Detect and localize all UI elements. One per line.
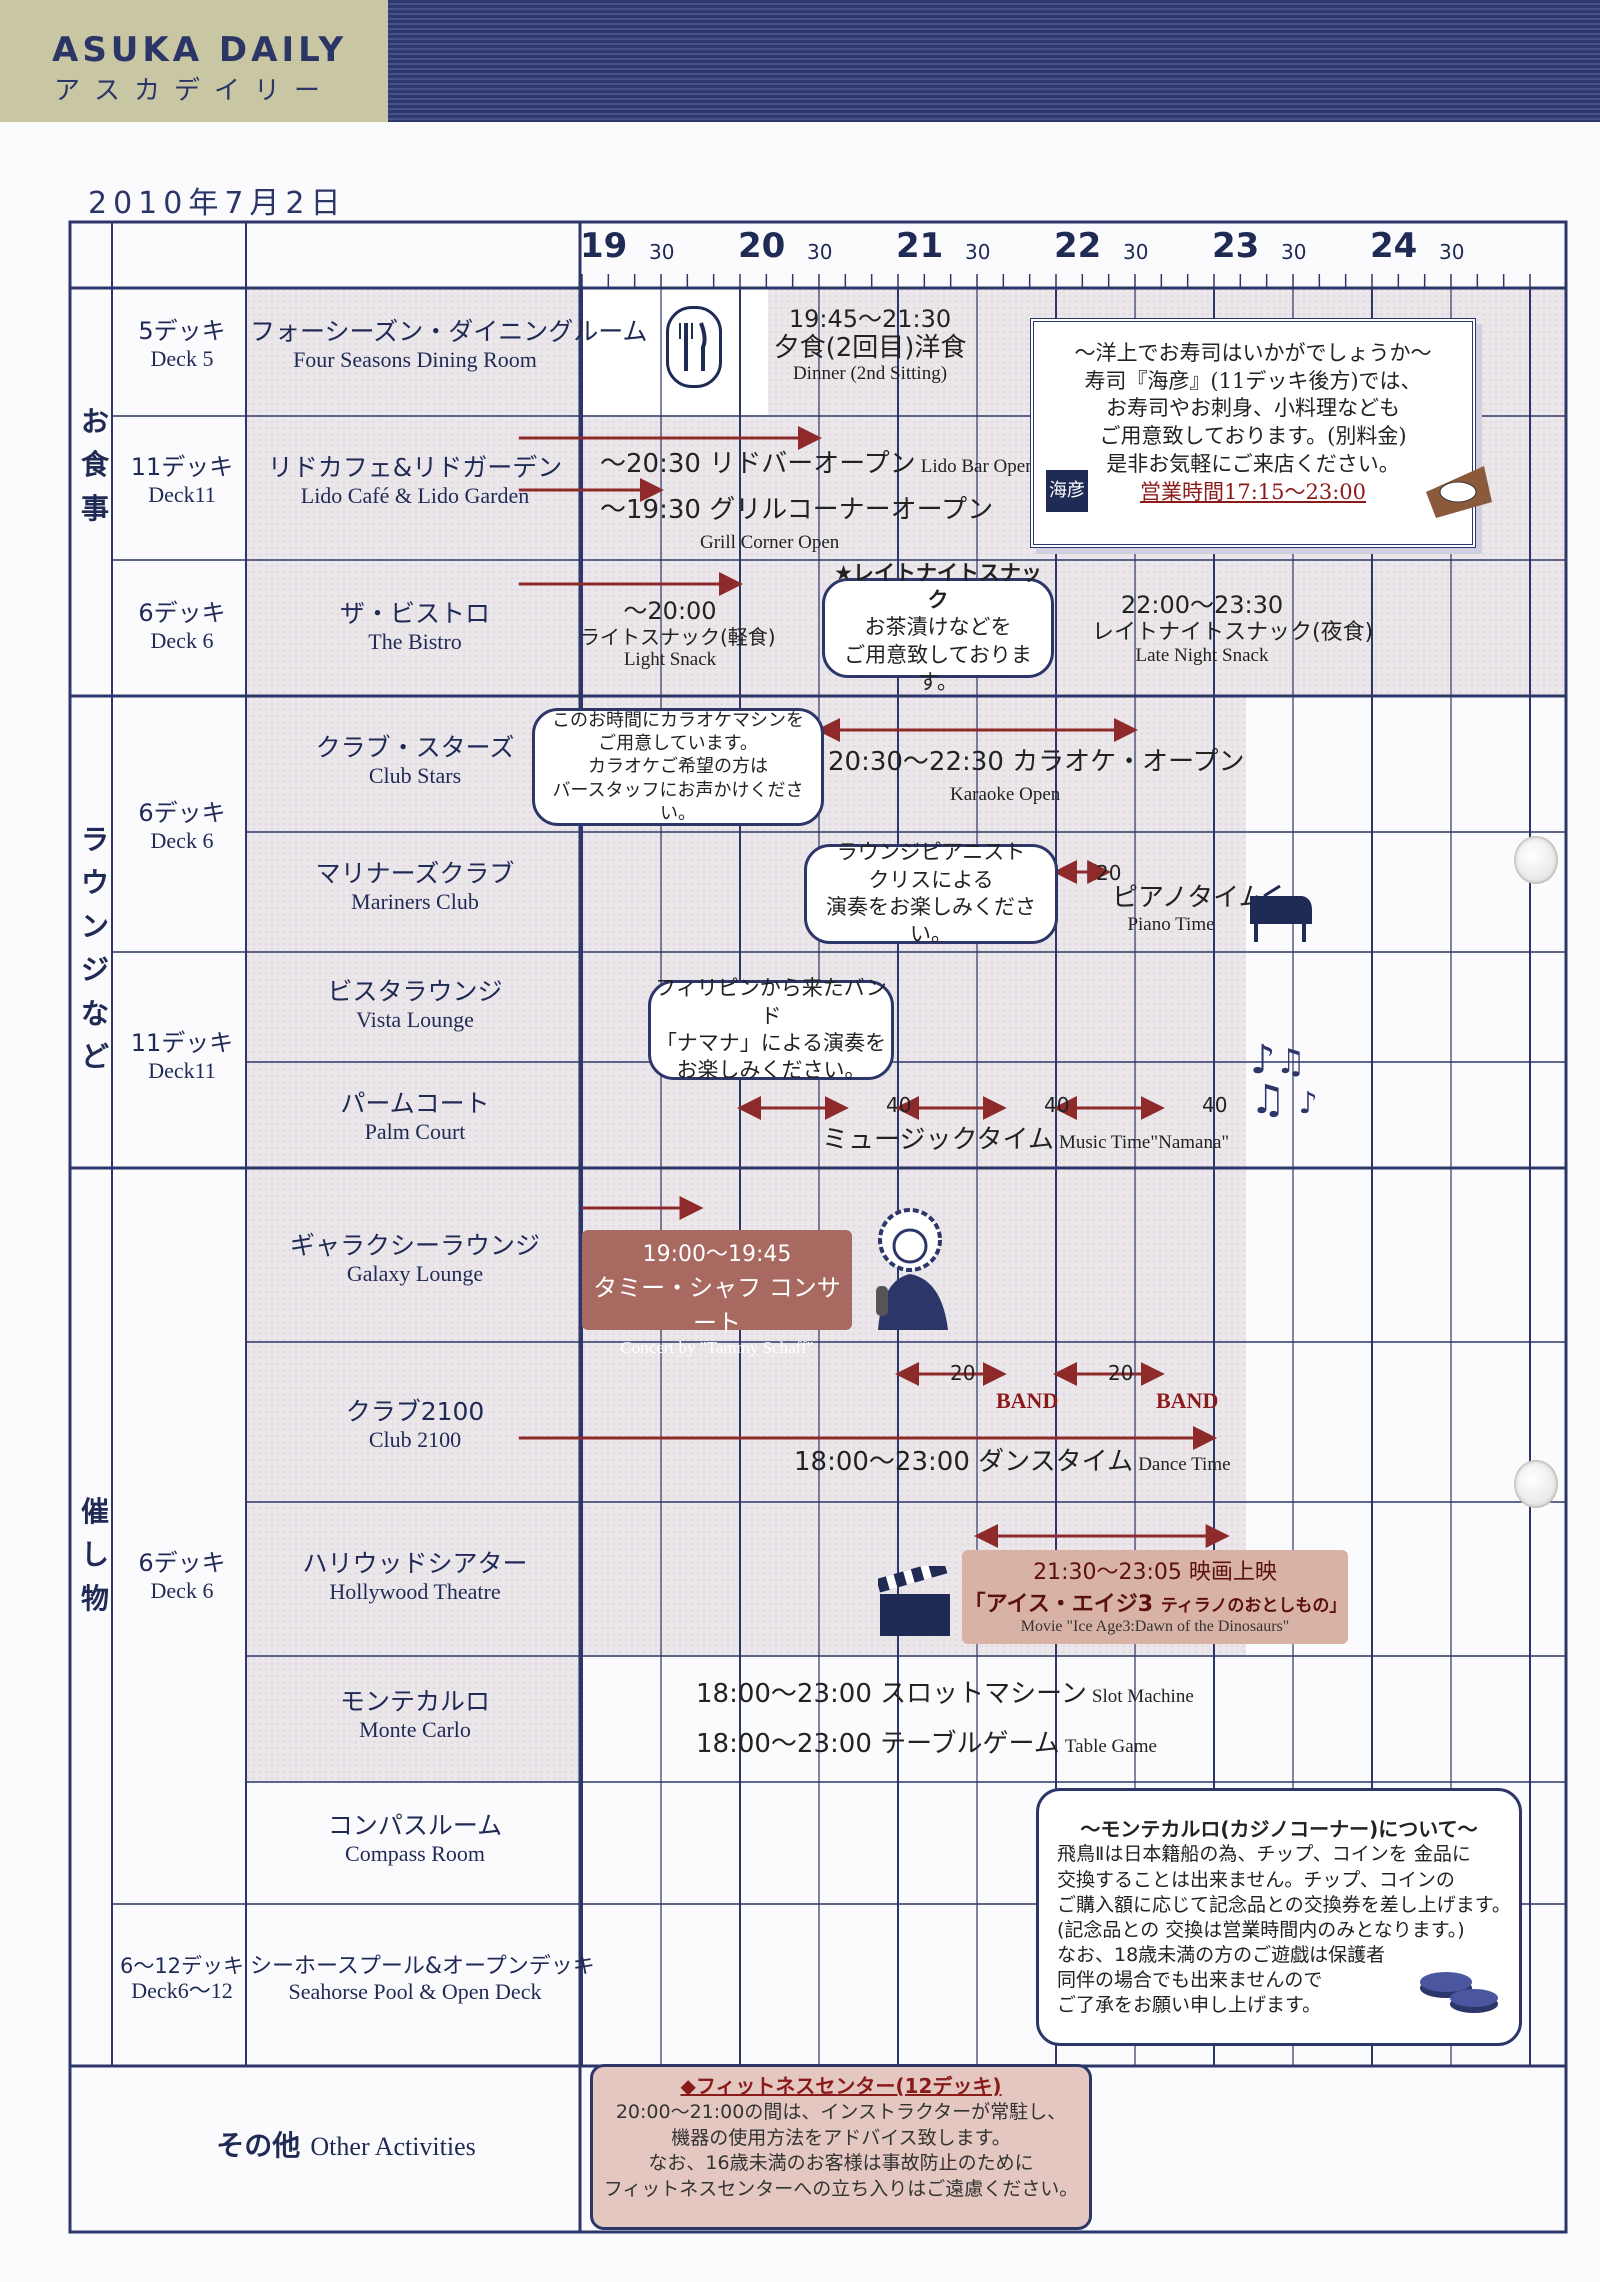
band-label-2: BAND bbox=[1156, 1388, 1219, 1413]
umihiko-logo: 海彦 bbox=[1046, 470, 1088, 512]
music-notes-icon: ♪♫♫ ♪ bbox=[1250, 1037, 1318, 1123]
half-hour-label: 30 bbox=[1439, 240, 1465, 264]
brand-title: ASUKA DAILY bbox=[52, 30, 348, 70]
movie-panel: 21:30〜23:05 映画上映 「アイス・エイジ3 ティラノのおとしもの」 M… bbox=[962, 1550, 1348, 1644]
other-activities-label: その他 Other Activities bbox=[216, 2129, 476, 2162]
dance-event: 18:00〜23:00 ダンスタイム Dance Time bbox=[794, 1447, 1231, 1477]
half-hour-label: 30 bbox=[649, 240, 675, 264]
hour-label: 19 bbox=[580, 226, 628, 266]
band-min-1: 20 bbox=[950, 1361, 976, 1385]
karaoke-event: 20:30〜22:30 カラオケ・オープン bbox=[828, 747, 1245, 777]
hour-label: 23 bbox=[1212, 226, 1260, 266]
shaded-cell bbox=[246, 288, 580, 1782]
band-note: フィリピンから来たバンド 「ナマナ」による演奏を お楽しみください。 bbox=[648, 976, 894, 1082]
music-min-1: 40 bbox=[886, 1093, 912, 1117]
light-snack-event: 〜20:00 ライトスナック(軽食) Light Snack bbox=[580, 597, 776, 670]
grill-event: 〜19:30 グリルコーナーオープン bbox=[600, 495, 994, 525]
sushi-info-box: 〜洋上でお寿司はいかがでしょうか〜 寿司『海彦』(11デッキ後方)では、 お寿司… bbox=[1030, 318, 1492, 548]
fork-knife-icon bbox=[666, 306, 722, 388]
hour-label: 24 bbox=[1370, 226, 1418, 266]
casino-info-box: 〜モンテカルロ(カジノコーナー)について〜 飛鳥Ⅱは日本籍船の為、チップ、コイン… bbox=[1036, 1788, 1522, 2046]
page-date: 2010年7月2日 bbox=[88, 186, 347, 221]
section-dining: お食事 bbox=[80, 405, 109, 525]
hole-punch bbox=[1514, 1460, 1558, 1508]
band-min-2: 20 bbox=[1108, 1361, 1134, 1385]
piano-note: ラウンジピアニスト クリスによる 演奏をお楽しみください。 bbox=[804, 840, 1058, 946]
karaoke-note: このお時間にカラオケマシンを ご用意しています。 カラオケご希望の方は バースタ… bbox=[532, 708, 824, 826]
header-band-left bbox=[0, 0, 388, 122]
table-frame bbox=[68, 220, 1568, 2234]
late-night-note: ★レイトナイトスナック お茶漬けなどを ご用意致しております。 bbox=[822, 561, 1054, 694]
slot-event: 18:00〜23:00 スロットマシーン Slot Machine bbox=[696, 1679, 1194, 1709]
table-event: 18:00〜23:00 テーブルゲーム Table Game bbox=[696, 1729, 1157, 1759]
hour-label: 20 bbox=[738, 226, 786, 266]
casino-chips-icon bbox=[1416, 1958, 1502, 2032]
half-hour-label: 30 bbox=[1281, 240, 1307, 264]
sushi-plate-icon bbox=[1424, 452, 1494, 526]
piano-min: 20 bbox=[1096, 861, 1122, 885]
hole-punch bbox=[1514, 836, 1558, 884]
late-snack-event: 22:00〜23:30 レイトナイトスナック(夜食) Late Night Sn… bbox=[1092, 591, 1374, 666]
hour-label: 21 bbox=[896, 226, 944, 266]
brand-kana: アスカデイリー bbox=[54, 76, 335, 106]
half-hour-label: 30 bbox=[807, 240, 833, 264]
grand-piano-icon bbox=[1246, 884, 1316, 948]
half-hour-label: 30 bbox=[1123, 240, 1149, 264]
dinner-event: 19:45〜21:30 夕食(2回目)洋食 Dinner (2nd Sittin… bbox=[773, 305, 967, 385]
music-min-2: 40 bbox=[1044, 1093, 1070, 1117]
lido-bar-event: 〜20:30 リドバーオープン Lido Bar Open bbox=[600, 449, 1035, 479]
music-event: ミュージックタイム Music Time"Namana" bbox=[822, 1125, 1230, 1155]
tammy-concert-panel: 19:00〜19:45 タミー・シャフ コンサート Concert by "Ta… bbox=[582, 1230, 852, 1357]
grill-event-en: Grill Corner Open bbox=[700, 532, 840, 553]
section-lounge: ラウンジなど bbox=[80, 823, 109, 1073]
band-label-1: BAND bbox=[996, 1388, 1059, 1413]
karaoke-event-en: Karaoke Open bbox=[950, 784, 1061, 805]
music-min-3: 40 bbox=[1202, 1093, 1228, 1117]
half-hour-label: 30 bbox=[965, 240, 991, 264]
hour-label: 22 bbox=[1054, 226, 1102, 266]
piano-event: ピアノタイム Piano Time bbox=[1112, 883, 1265, 935]
header-band-right bbox=[388, 0, 1600, 122]
clapperboard-icon bbox=[876, 1559, 954, 1642]
section-events: 催し物 bbox=[80, 1495, 109, 1615]
fitness-center-box: ◆フィットネスセンター(12デッキ) 20:00〜21:00の間は、インストラク… bbox=[590, 2064, 1092, 2230]
singer-portrait-icon bbox=[858, 1200, 958, 1334]
